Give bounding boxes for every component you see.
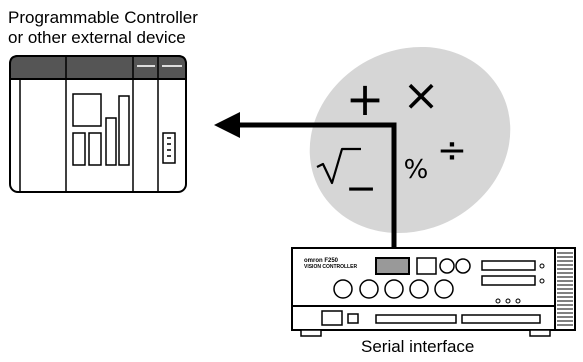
divide-symbol: ÷: [437, 130, 467, 171]
calculation-bubble: [309, 46, 511, 234]
plc-display-window: [72, 93, 102, 127]
vision-controller-device: omron F250 VISION CONTROLLER: [291, 247, 576, 337]
external-device-label-line2: or other external device: [8, 28, 186, 47]
serial-port: [375, 257, 410, 275]
device-brand: omron F250: [304, 258, 339, 264]
programmable-controller: [9, 55, 187, 193]
plc-connector-port: [162, 132, 176, 164]
serial-interface-caption: Serial interface: [361, 337, 475, 356]
plus-symbol: +: [346, 72, 385, 126]
minus-symbol: −: [345, 166, 377, 210]
external-device-label-line1: Programmable Controller: [8, 8, 198, 27]
connection-arrow: [214, 112, 397, 262]
device-model: VISION CONTROLLER: [304, 264, 357, 270]
times-symbol: ×: [403, 70, 440, 121]
percent-symbol: %: [404, 155, 429, 185]
sqrt-symbol: [316, 147, 361, 185]
